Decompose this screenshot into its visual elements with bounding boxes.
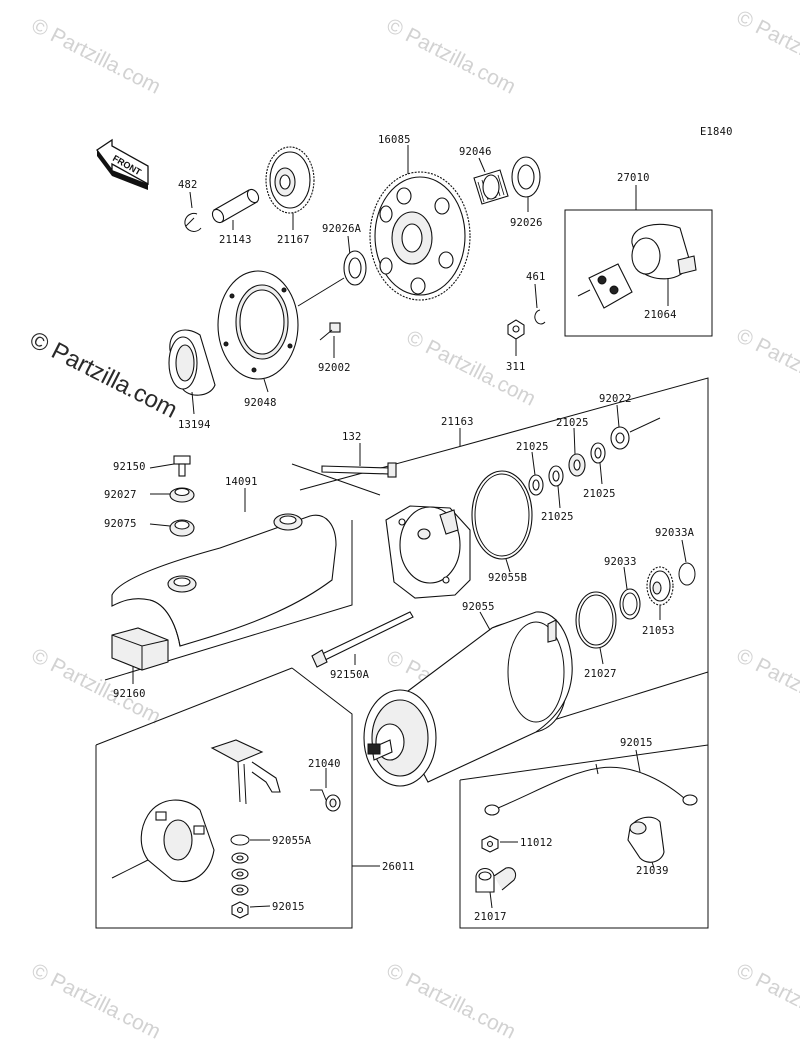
washer-92022 [610,426,630,450]
spring-21040 [310,789,341,812]
circlip-482 [184,212,202,232]
brush-assembly [210,739,281,805]
part-label: 21167 [277,234,310,246]
part-label: 482 [178,179,198,191]
watermark: © Partzilla.com [733,6,800,91]
part-label: 92055B [488,572,527,584]
bolt-92150A [311,611,414,668]
pad-92160 [111,627,169,671]
gear-16085 [369,171,471,301]
part-label: 26011 [382,861,415,873]
watermark: © Partzilla.com [28,959,165,1044]
part-label: 21025 [583,488,616,500]
part-label: 92033 [604,556,637,568]
bolt-132 [321,462,397,478]
part-label: 92033A [655,527,695,539]
part-label: 27010 [617,172,650,184]
cover-92048 [217,270,299,380]
oring-21027 [575,591,617,649]
grommet-92027 [169,487,195,503]
part-label: 21053 [642,625,675,637]
watermark: © Partzilla.com [733,324,800,409]
seal-13194 [168,329,216,396]
assembly-outline [104,377,709,747]
bolt-92002 [319,322,341,341]
part-label: 92046 [459,146,492,158]
part-label: 92015 [620,737,653,749]
brush-box-outline [95,667,353,929]
part-label: 92015 [272,901,305,913]
watermark: © Partzilla.com [733,644,800,729]
terminal-21017 [475,867,517,893]
part-label: 132 [342,431,362,443]
bearing-92046 [473,169,509,205]
oring-92055B [471,470,533,560]
part-label: 92150 [113,461,146,473]
part-label: 13194 [178,419,211,431]
nut-92015 [481,835,499,853]
watermark: © Partzilla.com [383,959,520,1044]
watermark: © Partzilla.com [733,959,800,1044]
part-label: 92160 [113,688,146,700]
gear-21053 [646,566,674,606]
cable-26011 [484,763,698,816]
relay-21064 [631,223,697,280]
part-label: 311 [506,361,526,373]
watermark: © Partzilla.com [28,14,165,99]
part-label: 92075 [104,518,137,530]
ring-92033 [619,588,641,620]
bolt-92150 [173,455,191,477]
part-label: 92150A [330,669,370,681]
switch-body [577,263,633,309]
part-label: 92026 [510,217,543,229]
part-label: 21025 [541,511,574,523]
shaft-21143 [211,188,260,224]
washer-stack [230,834,250,919]
cable-box-outline [459,672,709,929]
part-label: 14091 [225,476,258,488]
end-cover [385,505,471,599]
part-label: 21163 [441,416,474,428]
washer-92026A [343,250,367,286]
part-label: 21040 [308,758,341,770]
part-label: 21143 [219,234,252,246]
part-label: 21039 [636,865,669,877]
part-label: 21017 [474,911,507,923]
motor-21163 [363,611,573,787]
cover-14091 [111,513,337,647]
watermark: © Partzilla.com [383,14,520,99]
part-label: 11012 [520,837,553,849]
cap-11012 [627,816,665,863]
gear-21167 [265,146,315,214]
part-label: 16085 [378,134,411,146]
part-label: 92022 [599,393,632,405]
part-label: 461 [526,271,546,283]
grommet-92075 [169,519,195,537]
part-label: 21025 [516,441,549,453]
part-label: 92027 [104,489,137,501]
part-label: 92048 [244,397,277,409]
part-label: 21025 [556,417,589,429]
diagram-code: E1840 [700,126,733,138]
part-label: 21027 [584,668,617,680]
watermark-prominent: © Partzilla.com [25,326,181,423]
part-label: 92055 [462,601,495,613]
part-label: 92055A [272,835,312,847]
brush-holder-plate [111,799,215,882]
nut-311 [507,319,525,340]
part-label: 92026A [322,223,362,235]
part-label: 21064 [644,309,677,321]
circlip-92033A [678,562,696,586]
washers-21025 [528,442,606,496]
part-label: 92002 [318,362,351,374]
washer-92026 [511,156,541,198]
front-direction-arrow: FRONT [96,138,149,190]
